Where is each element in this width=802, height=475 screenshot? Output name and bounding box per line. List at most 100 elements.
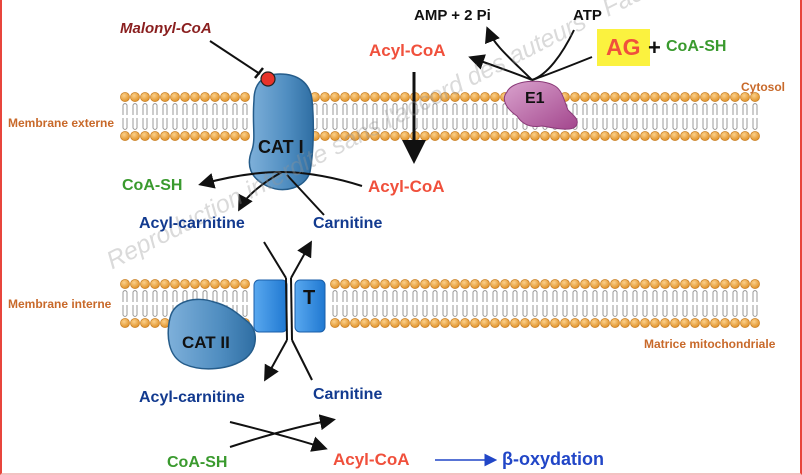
lipid-tail xyxy=(632,305,638,317)
lipid-head xyxy=(390,318,400,328)
lipid-tail xyxy=(622,103,628,115)
lipid-head xyxy=(330,279,340,289)
lipid-head xyxy=(570,318,580,328)
lipid-tail xyxy=(382,305,388,317)
lipid-head xyxy=(220,92,230,102)
lipid-head xyxy=(330,318,340,328)
lipid-head xyxy=(740,92,750,102)
arrow-to-amp xyxy=(485,26,533,81)
lipid-head xyxy=(640,131,650,141)
transporter-right-subunit xyxy=(294,279,326,333)
lipid-tail xyxy=(432,103,438,115)
lipid-head xyxy=(620,279,630,289)
lipid-tail xyxy=(672,305,678,317)
lipid-tail xyxy=(702,305,708,317)
lipid-head xyxy=(480,92,490,102)
lipid-head xyxy=(240,92,250,102)
lipid-head xyxy=(530,318,540,328)
lipid-tail xyxy=(402,305,408,317)
lipid-tail xyxy=(552,290,558,302)
lipid-tail xyxy=(162,118,168,130)
lipid-tail xyxy=(362,103,368,115)
lipid-tail xyxy=(142,118,148,130)
lipid-head xyxy=(540,279,550,289)
lipid-head xyxy=(610,92,620,102)
lipid-head xyxy=(540,131,550,141)
lipid-tail xyxy=(232,118,238,130)
lipid-head xyxy=(430,279,440,289)
lipid-tail xyxy=(572,290,578,302)
arrow-carnitine-out-c xyxy=(290,240,312,279)
inhibition-bar xyxy=(254,67,264,79)
lipid-tail xyxy=(332,103,338,115)
lipid-tail xyxy=(512,290,518,302)
lipid-head xyxy=(640,318,650,328)
lipid-tail xyxy=(662,103,668,115)
lipid-tail xyxy=(642,290,648,302)
lipid-tail xyxy=(622,290,628,302)
lipid-head xyxy=(120,318,130,328)
lipid-head xyxy=(490,279,500,289)
lipid-tail xyxy=(552,305,558,317)
lipid-head xyxy=(170,279,180,289)
lipid-tail xyxy=(472,118,478,130)
lipid-head xyxy=(540,318,550,328)
lipid-tail xyxy=(712,290,718,302)
lipid-tail xyxy=(212,103,218,115)
lipid-head xyxy=(210,92,220,102)
lipid-head xyxy=(390,131,400,141)
lipid-head xyxy=(180,92,190,102)
lipid-head xyxy=(470,131,480,141)
lipid-head xyxy=(640,279,650,289)
lipid-head xyxy=(610,131,620,141)
lipid-head xyxy=(630,279,640,289)
lipid-head xyxy=(660,279,670,289)
lipid-tail xyxy=(432,118,438,130)
lipid-head xyxy=(470,92,480,102)
lipid-tail xyxy=(142,305,148,317)
lipid-head xyxy=(400,92,410,102)
lipid-head xyxy=(660,131,670,141)
lipid-tail xyxy=(562,305,568,317)
lipid-head xyxy=(420,92,430,102)
lipid-head xyxy=(490,92,500,102)
label-acyl-coa-ims: Acyl-CoA xyxy=(368,177,445,196)
lipid-head xyxy=(520,318,530,328)
lipid-tail xyxy=(362,305,368,317)
lipid-tail xyxy=(492,118,498,130)
arrow-to-acyl-coa xyxy=(468,54,533,81)
lipid-head xyxy=(420,279,430,289)
lipid-tail xyxy=(442,305,448,317)
lipid-tail xyxy=(462,290,468,302)
lipid-tail xyxy=(502,290,508,302)
lipid-tail xyxy=(612,103,618,115)
lipid-head xyxy=(350,92,360,102)
lipid-tail xyxy=(342,118,348,130)
lipid-tail xyxy=(242,290,248,302)
lipid-head xyxy=(620,318,630,328)
lipid-tail xyxy=(652,290,658,302)
malonyl-inhibition-line xyxy=(209,40,261,75)
lipid-head xyxy=(180,131,190,141)
lipid-tail xyxy=(392,118,398,130)
lipid-tail xyxy=(642,118,648,130)
lipid-tail xyxy=(462,103,468,115)
label-matrix: Matrice mitochondriale xyxy=(644,337,776,351)
arrow-carnitine-out-b xyxy=(290,277,293,341)
lipid-tail xyxy=(442,290,448,302)
lipid-tail xyxy=(182,103,188,115)
lipid-head xyxy=(130,279,140,289)
lipid-head xyxy=(580,131,590,141)
lipid-head xyxy=(730,318,740,328)
lipid-tail xyxy=(722,118,728,130)
lipid-tail xyxy=(612,305,618,317)
label-plus: + xyxy=(648,35,661,60)
lipid-head xyxy=(430,92,440,102)
lipid-tail xyxy=(122,305,128,317)
lipid-head xyxy=(360,279,370,289)
lipid-head xyxy=(430,131,440,141)
lipid-tail xyxy=(322,103,328,115)
lipid-head xyxy=(690,279,700,289)
lipid-head xyxy=(520,131,530,141)
lipid-head xyxy=(380,92,390,102)
